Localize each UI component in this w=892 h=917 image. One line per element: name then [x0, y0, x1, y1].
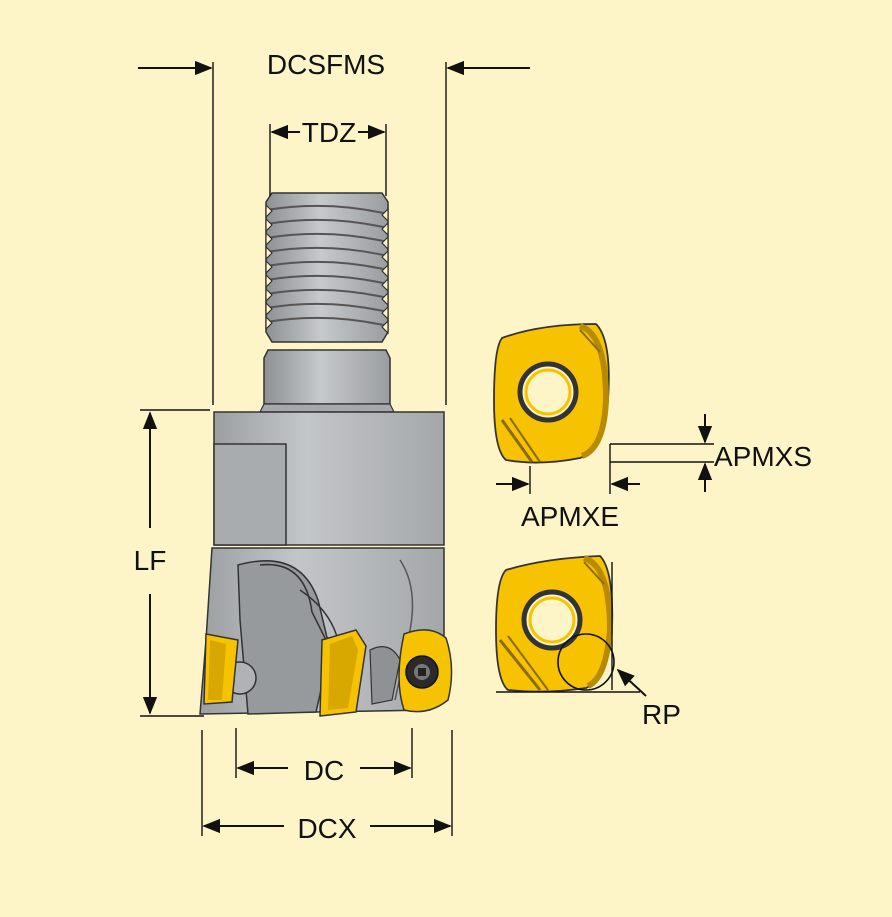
label-dcx: DCX — [297, 813, 356, 844]
shank-neck — [263, 349, 391, 405]
cutter-head — [199, 547, 445, 715]
label-dc: DC — [304, 755, 344, 786]
cutter-body — [199, 192, 453, 717]
cutter-inserts — [203, 629, 453, 717]
label-apmxs: APMXS — [714, 441, 812, 472]
dim-tdz: TDZ — [269, 117, 387, 196]
label-lf: LF — [134, 545, 167, 576]
dim-dcsfms: DCSFMS — [138, 49, 530, 405]
label-dcsfms: DCSFMS — [267, 49, 385, 80]
dim-dcx: DCX — [201, 730, 453, 844]
threaded-shank — [265, 192, 389, 343]
label-rp: RP — [642, 699, 681, 730]
dim-lf: LF — [134, 409, 210, 717]
insert-detail-top: APMXS APMXE — [493, 323, 812, 532]
rp-radius-circle — [557, 633, 615, 691]
label-apmxe: APMXE — [521, 501, 619, 532]
dim-dc: DC — [235, 728, 413, 786]
insert-detail-bottom: RP — [495, 555, 681, 730]
cutter-cylinder — [213, 411, 445, 546]
label-tdz: TDZ — [302, 117, 356, 148]
